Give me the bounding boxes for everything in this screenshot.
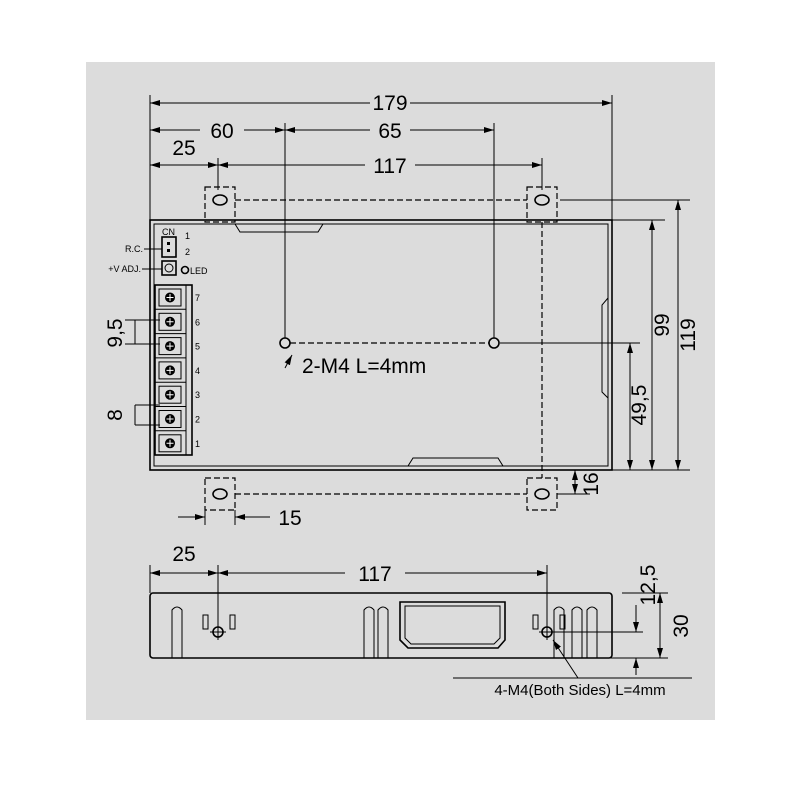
terminal-screw-housing (158, 434, 182, 453)
dim-16: 16 (580, 472, 603, 495)
cn-pin-2: 2 (185, 247, 190, 257)
dim-9-5: 9,5 (104, 318, 127, 347)
terminal-screw-housing (158, 288, 182, 307)
dim-65: 65 (378, 120, 401, 143)
dim-119: 119 (677, 318, 700, 351)
cn-pin-1: 1 (185, 231, 190, 241)
side-holes-label: 4-M4(Both Sides) L=4mm (494, 682, 665, 699)
screw-slot (166, 439, 174, 447)
terminal-block: 7 6 5 4 3 2 1 (142, 236, 200, 456)
screw-slot (166, 342, 174, 350)
terminal-number: 7 (195, 293, 200, 303)
extension-lines (149, 95, 690, 525)
side-dim-30: 30 (670, 614, 693, 637)
dim-25: 25 (172, 137, 195, 160)
rc-label: R.C. (125, 244, 143, 254)
side-view-body (149, 592, 613, 659)
terminal-screw-housing (158, 337, 182, 356)
dim-15: 15 (278, 507, 301, 530)
terminal-number: 1 (195, 439, 200, 449)
terminal-screw-housing (158, 312, 182, 331)
dim-117: 117 (373, 155, 406, 178)
terminal-screw-housing (158, 361, 182, 380)
screw-slot (166, 415, 174, 423)
screw-slot (166, 318, 174, 326)
terminal-screw-housing (158, 385, 182, 404)
side-dim-25: 25 (172, 543, 195, 566)
dim-49-5: 49,5 (628, 385, 651, 426)
dim-8: 8 (104, 409, 127, 421)
terminal-number: 2 (195, 415, 200, 425)
dim-179: 179 (372, 92, 407, 115)
top-view-body (149, 219, 613, 471)
terminal-number: 4 (195, 366, 200, 376)
side-dim-12-5: 12,5 (637, 565, 660, 606)
side-view-dimensions (149, 565, 692, 679)
cn-label: CN (162, 227, 175, 237)
vadj-label: +V ADJ. (108, 264, 141, 274)
terminal-number: 6 (195, 317, 200, 327)
screw-slot (166, 294, 174, 301)
dim-60: 60 (210, 120, 233, 143)
center-holes-label: 2-M4 L=4mm (302, 355, 426, 378)
dim-99: 99 (651, 313, 674, 336)
terminal-number: 3 (195, 390, 200, 400)
mounting-holes (204, 186, 558, 511)
screw-slot (166, 366, 174, 374)
screw-slot (166, 391, 174, 399)
led-label: LED (190, 266, 208, 276)
dimension-lines (125, 100, 681, 520)
terminal-number: 5 (195, 342, 200, 352)
side-dim-117: 117 (358, 563, 391, 586)
terminal-screw-housing (158, 410, 182, 428)
